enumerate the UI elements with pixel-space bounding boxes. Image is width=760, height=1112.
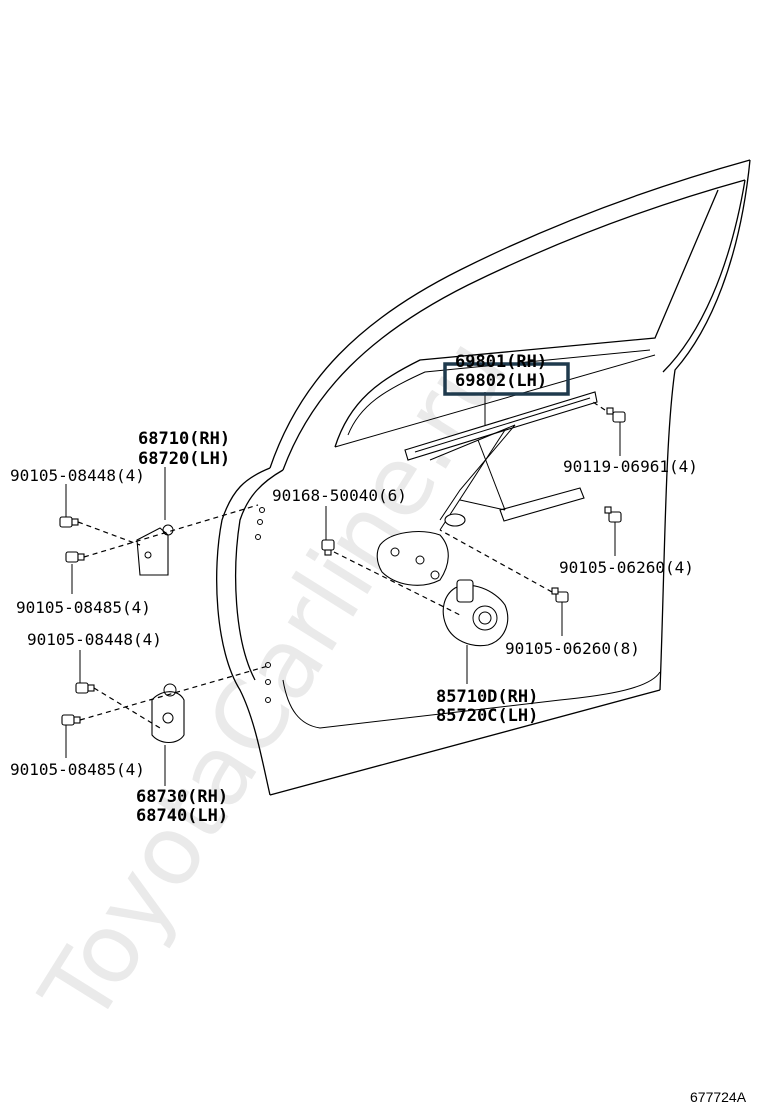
label-bolt-center: 90168-50040(6) bbox=[272, 486, 407, 505]
watermark: ToyotaCarline.ru bbox=[19, 319, 529, 1043]
bolt-right-b bbox=[551, 587, 569, 603]
window-regulator bbox=[376, 429, 585, 586]
bolt-lower-left-b bbox=[61, 714, 81, 726]
label-bolt-top-right: 90119-06961(4) bbox=[563, 457, 698, 476]
lower-hinge bbox=[151, 683, 185, 744]
label-hinge-upper-lh: 68720(LH) bbox=[138, 449, 230, 469]
bolt-top-right bbox=[606, 407, 626, 423]
assembly-lines bbox=[77, 399, 606, 729]
door-glass-channel bbox=[404, 391, 598, 521]
upper-hinge bbox=[136, 524, 174, 576]
label-hinge-upper-rh: 68710(RH) bbox=[138, 429, 230, 449]
regulator-motor bbox=[442, 579, 509, 647]
bolt-lower-left-a bbox=[75, 682, 95, 694]
bolt-upper-left-b bbox=[65, 551, 85, 563]
label-motor-rh: 85710D(RH) bbox=[436, 687, 538, 707]
label-motor-lh: 85720C(LH) bbox=[436, 706, 538, 726]
diagram-code: 677724A bbox=[690, 1089, 747, 1105]
label-bolt-right-b: 90105-06260(8) bbox=[505, 639, 640, 658]
leader-lines bbox=[65, 392, 621, 786]
label-bolt-right-a: 90105-06260(4) bbox=[559, 558, 694, 577]
door-outline bbox=[216, 159, 751, 796]
bolt-right-a bbox=[604, 506, 622, 523]
label-bolt-upper-left-a: 90105-08448(4) bbox=[10, 466, 145, 485]
label-bolt-lower-left-a: 90105-08448(4) bbox=[27, 630, 162, 649]
label-bolt-upper-left-b: 90105-08485(4) bbox=[16, 598, 151, 617]
highlight-box bbox=[443, 362, 570, 396]
mounting-holes bbox=[255, 507, 271, 703]
label-hinge-lower-rh: 68730(RH) bbox=[136, 787, 228, 807]
label-bolt-lower-left-b: 90105-08485(4) bbox=[10, 760, 145, 779]
bolt-upper-left-a bbox=[59, 516, 79, 528]
label-hinge-lower-lh: 68740(LH) bbox=[136, 806, 228, 826]
label-glass-rh: 69801(RH) bbox=[455, 352, 547, 372]
bolts bbox=[59, 407, 626, 726]
label-glass-lh: 69802(LH) bbox=[455, 371, 547, 391]
bolt-center bbox=[321, 539, 335, 556]
